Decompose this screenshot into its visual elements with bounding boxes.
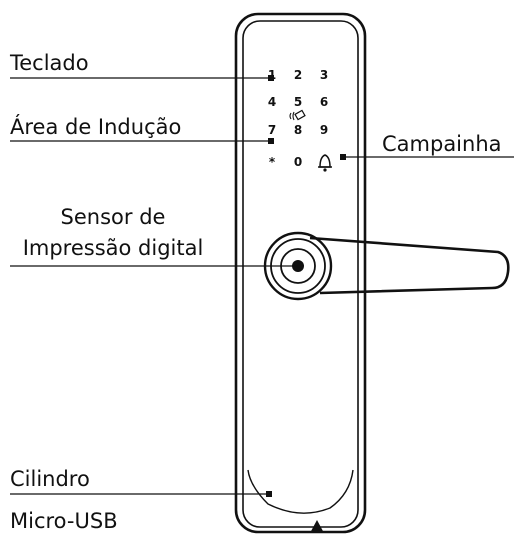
doorbell-marker [340, 154, 346, 160]
label-induction-area: Área de Indução [10, 114, 181, 139]
key-2: 2 [294, 68, 302, 82]
key-3: 3 [320, 68, 328, 82]
lock-body-outer [234, 12, 367, 534]
key-8: 8 [294, 123, 302, 137]
key-6: 6 [320, 95, 328, 109]
key-5: 5 [294, 95, 302, 109]
key-9: 9 [320, 123, 328, 137]
label-keypad: Teclado [9, 51, 89, 75]
lever-handle [309, 236, 510, 295]
nfc-card-icon [289, 109, 306, 121]
label-cylinder: Cilindro [10, 467, 90, 491]
key-star: * [269, 155, 276, 169]
lock-body-inner [242, 20, 359, 528]
bell-icon [318, 154, 332, 172]
label-doorbell: Campainha [382, 132, 502, 156]
label-micro-usb: Micro-USB [10, 509, 118, 533]
key-4: 4 [268, 95, 276, 109]
keypad-marker [268, 75, 274, 81]
triangle-up-icon [310, 520, 324, 533]
label-fingerprint-line2: Impressão digital [23, 236, 204, 260]
label-fingerprint-line1: Sensor de [61, 205, 166, 229]
cylinder-marker [266, 491, 272, 497]
induction-marker [268, 138, 274, 144]
key-7: 7 [268, 123, 276, 137]
lock-lower-panel [247, 469, 354, 514]
key-0: 0 [294, 155, 302, 169]
